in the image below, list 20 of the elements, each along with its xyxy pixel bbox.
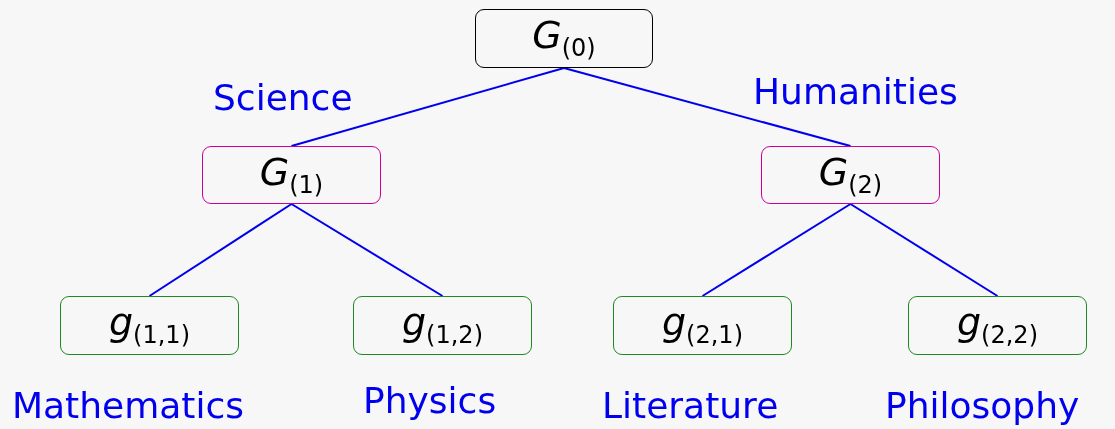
node-label: g$_{(2,2)}$	[957, 303, 1038, 348]
node-box	[908, 296, 1087, 355]
node-box	[202, 146, 381, 204]
connector-line	[701, 203, 852, 297]
node-box	[60, 296, 239, 355]
node-box	[761, 146, 940, 204]
node-box	[613, 296, 792, 355]
connector-line	[290, 203, 444, 297]
node-box	[475, 9, 653, 68]
node-label: G$_{(2)}$	[818, 152, 883, 198]
connector-line	[563, 67, 852, 147]
node-label: g$_{(1,2)}$	[402, 303, 483, 348]
node-label: G$_{(0)}$	[532, 16, 596, 61]
connector-line	[849, 203, 999, 297]
node-box	[353, 296, 532, 355]
connector-line	[148, 203, 293, 297]
node-label: g$_{(2,1)}$	[662, 303, 743, 348]
node-label: G$_{(1)}$	[259, 152, 324, 198]
connector-line	[290, 67, 565, 147]
node-label: g$_{(1,1)}$	[109, 303, 190, 348]
